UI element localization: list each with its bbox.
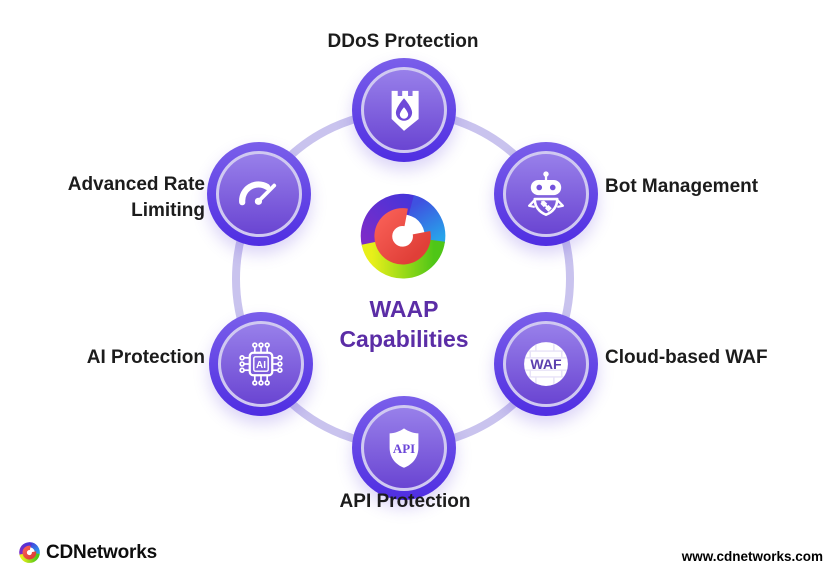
- title-line2: Capabilities: [339, 326, 469, 352]
- label-ai-protection: AI Protection: [86, 347, 205, 368]
- speedometer-icon: [239, 181, 277, 206]
- footer-brand: CDNetworks: [18, 541, 157, 564]
- node-waf-inner: WAF: [503, 321, 589, 407]
- label-rate-line1: Advanced Rate: [67, 174, 205, 195]
- node-bot-inner: [503, 151, 589, 237]
- robot-icon: [528, 171, 564, 216]
- node-api-protection: API: [352, 396, 456, 500]
- node-ddos-protection: [352, 58, 456, 162]
- shield-flame-icon: [391, 90, 419, 131]
- node-ai-protection: AI: [209, 312, 313, 416]
- cdnetworks-logo: [355, 189, 451, 283]
- label-advanced-rate-limiting: Advanced Rate Limiting: [68, 172, 205, 224]
- node-ddos-inner: [361, 67, 447, 153]
- node-ai-inner: AI: [218, 321, 304, 407]
- node-api-inner: API: [361, 405, 447, 491]
- label-ddos-protection: DDoS Protection: [327, 31, 479, 52]
- node-rate-inner: [216, 151, 302, 237]
- api-shield-icon: API: [389, 428, 419, 468]
- node-cloud-based-waf: WAF: [494, 312, 598, 416]
- label-rate-line2: Limiting: [131, 200, 205, 221]
- node-advanced-rate-limiting: [207, 142, 311, 246]
- title-line1: WAAP: [369, 296, 439, 322]
- label-bot-management: Bot Management: [605, 176, 759, 197]
- ai-icon-text: AI: [256, 360, 266, 371]
- label-cloud-based-waf: Cloud-based WAF: [605, 347, 768, 368]
- waf-icon-text: WAF: [530, 356, 562, 372]
- node-bot-management: [494, 142, 598, 246]
- brand-name: CDNetworks: [46, 541, 157, 563]
- website-url: www.cdnetworks.com: [681, 549, 823, 564]
- diagram-title: WAAP Capabilities: [339, 294, 468, 354]
- label-api-protection: API Protection: [339, 491, 471, 512]
- cdnetworks-logo-small-icon: [18, 541, 41, 564]
- ai-chip-icon: AI: [239, 342, 283, 386]
- api-icon-text: API: [393, 441, 415, 456]
- waf-wall-icon: WAF: [524, 342, 568, 386]
